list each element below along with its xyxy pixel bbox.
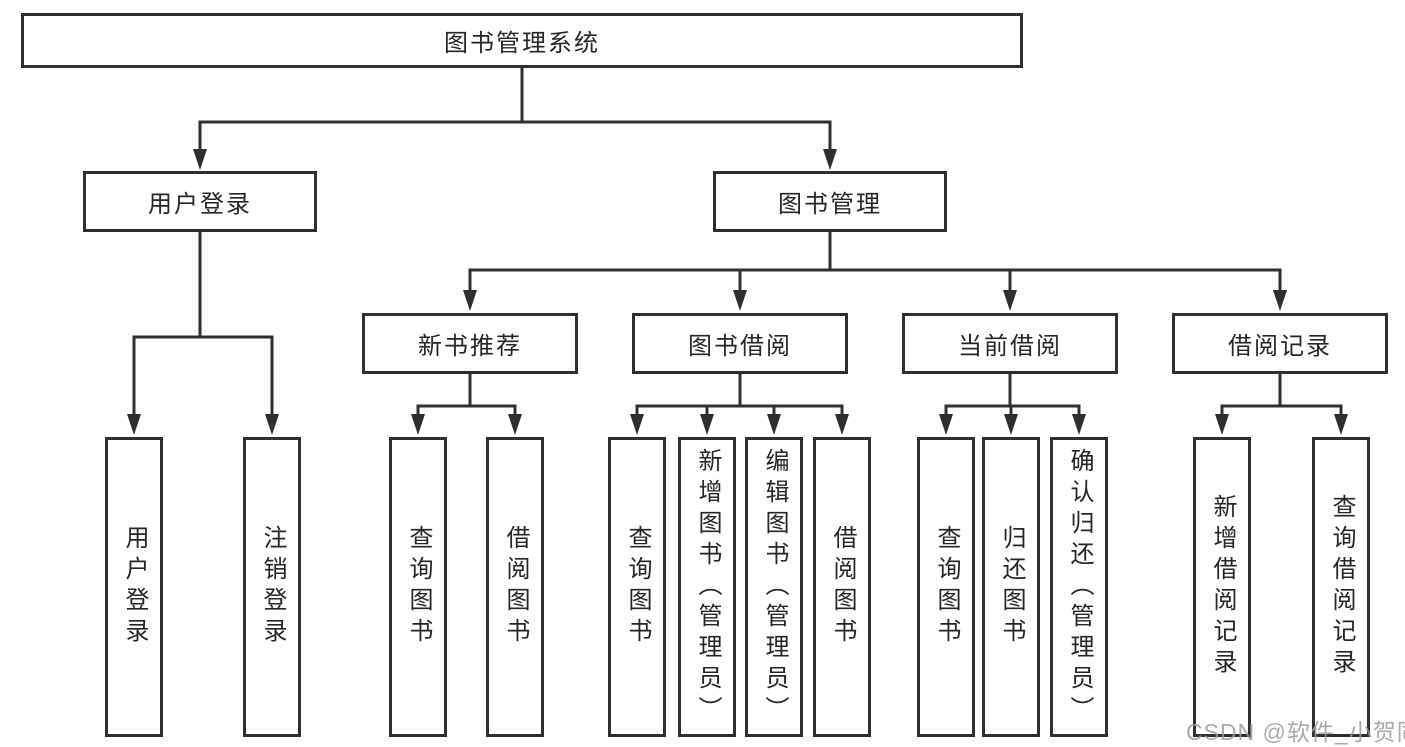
node-records-add-record-label: 新增借阅记录 bbox=[1209, 494, 1236, 680]
node-user-login-leaf-label: 用户登录 bbox=[121, 525, 148, 649]
node-recommend-query-books: 查询图书 bbox=[389, 437, 447, 737]
node-recommend-borrow-books-label: 借阅图书 bbox=[502, 525, 529, 649]
node-current-return-books: 归还图书 bbox=[982, 437, 1040, 737]
node-user-login-label: 用户登录 bbox=[148, 191, 252, 218]
node-book-management-label: 图书管理 bbox=[778, 191, 882, 218]
node-borrowing-edit-book-admin-label: 编辑图书（管理员） bbox=[761, 447, 788, 727]
node-current-confirm-return-admin-label: 确认归还（管理员） bbox=[1066, 447, 1093, 727]
node-borrowing-add-book-admin-label: 新增图书（管理员） bbox=[694, 447, 721, 727]
node-records-query-record: 查询借阅记录 bbox=[1312, 437, 1370, 737]
node-current-borrowing: 当前借阅 bbox=[902, 313, 1118, 374]
node-recommend-borrow-books: 借阅图书 bbox=[486, 437, 544, 737]
node-user-login-leaf: 用户登录 bbox=[105, 437, 163, 737]
node-current-return-books-label: 归还图书 bbox=[998, 525, 1025, 649]
node-borrowing-query-books: 查询图书 bbox=[608, 437, 666, 737]
node-borrowing-add-book-admin: 新增图书（管理员） bbox=[678, 437, 736, 737]
node-user-login: 用户登录 bbox=[83, 171, 317, 232]
node-book-borrowing: 图书借阅 bbox=[632, 313, 848, 374]
node-new-book-recommendation-label: 新书推荐 bbox=[418, 333, 522, 360]
node-new-book-recommendation: 新书推荐 bbox=[362, 313, 578, 374]
node-records-add-record: 新增借阅记录 bbox=[1193, 437, 1251, 737]
node-logout-leaf: 注销登录 bbox=[243, 437, 301, 737]
node-current-query-books-label: 查询图书 bbox=[933, 525, 960, 649]
node-recommend-query-books-label: 查询图书 bbox=[405, 525, 432, 649]
node-borrowing-records-label: 借阅记录 bbox=[1228, 333, 1332, 360]
node-current-confirm-return-admin: 确认归还（管理员） bbox=[1050, 437, 1108, 737]
node-borrowing-records: 借阅记录 bbox=[1172, 313, 1388, 374]
node-borrowing-borrow-books: 借阅图书 bbox=[813, 437, 871, 737]
node-records-query-record-label: 查询借阅记录 bbox=[1328, 494, 1355, 680]
node-borrowing-edit-book-admin: 编辑图书（管理员） bbox=[745, 437, 803, 737]
node-borrowing-borrow-books-label: 借阅图书 bbox=[829, 525, 856, 649]
node-book-borrowing-label: 图书借阅 bbox=[688, 333, 792, 360]
node-current-borrowing-label: 当前借阅 bbox=[958, 333, 1062, 360]
csdn-watermark: CSDN @软件_小贺同学 bbox=[1186, 719, 1405, 745]
node-book-management: 图书管理 bbox=[713, 171, 947, 232]
node-borrowing-query-books-label: 查询图书 bbox=[624, 525, 651, 649]
node-current-query-books: 查询图书 bbox=[917, 437, 975, 737]
node-library-management-system-label: 图书管理系统 bbox=[444, 30, 600, 57]
node-library-management-system: 图书管理系统 bbox=[21, 13, 1023, 68]
node-logout-leaf-label: 注销登录 bbox=[259, 525, 286, 649]
